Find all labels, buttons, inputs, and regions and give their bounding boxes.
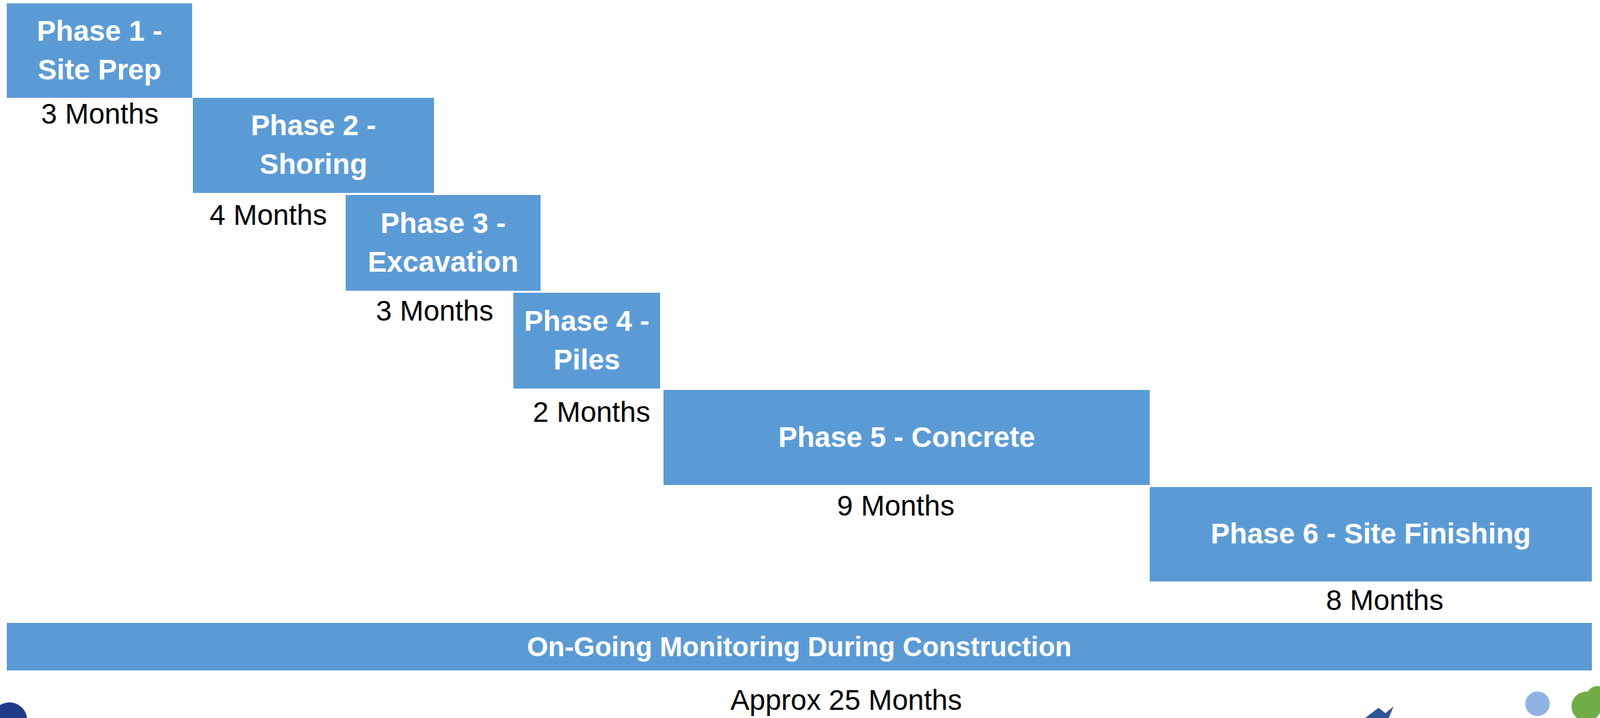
duration-label: 3 Months bbox=[41, 97, 159, 131]
phase-label: Phase 1 - Site Prep bbox=[13, 12, 186, 89]
phase-label: On-Going Monitoring During Construction bbox=[526, 628, 1072, 665]
phase-label: Phase 5 - Concrete bbox=[778, 418, 1035, 458]
duration-label: 8 Months bbox=[1326, 584, 1444, 617]
duration-label: 3 Months bbox=[376, 294, 494, 328]
phase-label: Phase 6 - Site Finishing bbox=[1210, 514, 1531, 554]
phase-box: Phase 5 - Concrete bbox=[663, 389, 1150, 485]
phase-box: Phase 6 - Site Finishing bbox=[1149, 486, 1592, 582]
phase-box: Phase 2 - Shoring bbox=[192, 97, 434, 193]
total-duration: Approx 25 Months bbox=[730, 683, 963, 717]
logo-leaf bbox=[1586, 685, 1600, 708]
phase-box: Phase 4 - Piles bbox=[513, 292, 661, 389]
logo-dot bbox=[1525, 691, 1550, 716]
phase-label: Phase 4 - Piles bbox=[520, 302, 654, 379]
monitoring-band: On-Going Monitoring During Construction bbox=[6, 622, 1592, 671]
duration-label: 2 Months bbox=[533, 395, 651, 429]
phase-box: Phase 3 - Excavation bbox=[345, 194, 541, 291]
duration-label: 4 Months bbox=[209, 198, 328, 232]
logo-seal bbox=[0, 702, 28, 718]
duration-label: 9 Months bbox=[837, 489, 955, 523]
logo-mark bbox=[1365, 706, 1394, 718]
phase-box: Phase 1 - Site Prep bbox=[6, 3, 193, 98]
phase-label: Phase 3 - Excavation bbox=[352, 204, 534, 282]
phase-label: Phase 2 - Shoring bbox=[199, 106, 428, 184]
